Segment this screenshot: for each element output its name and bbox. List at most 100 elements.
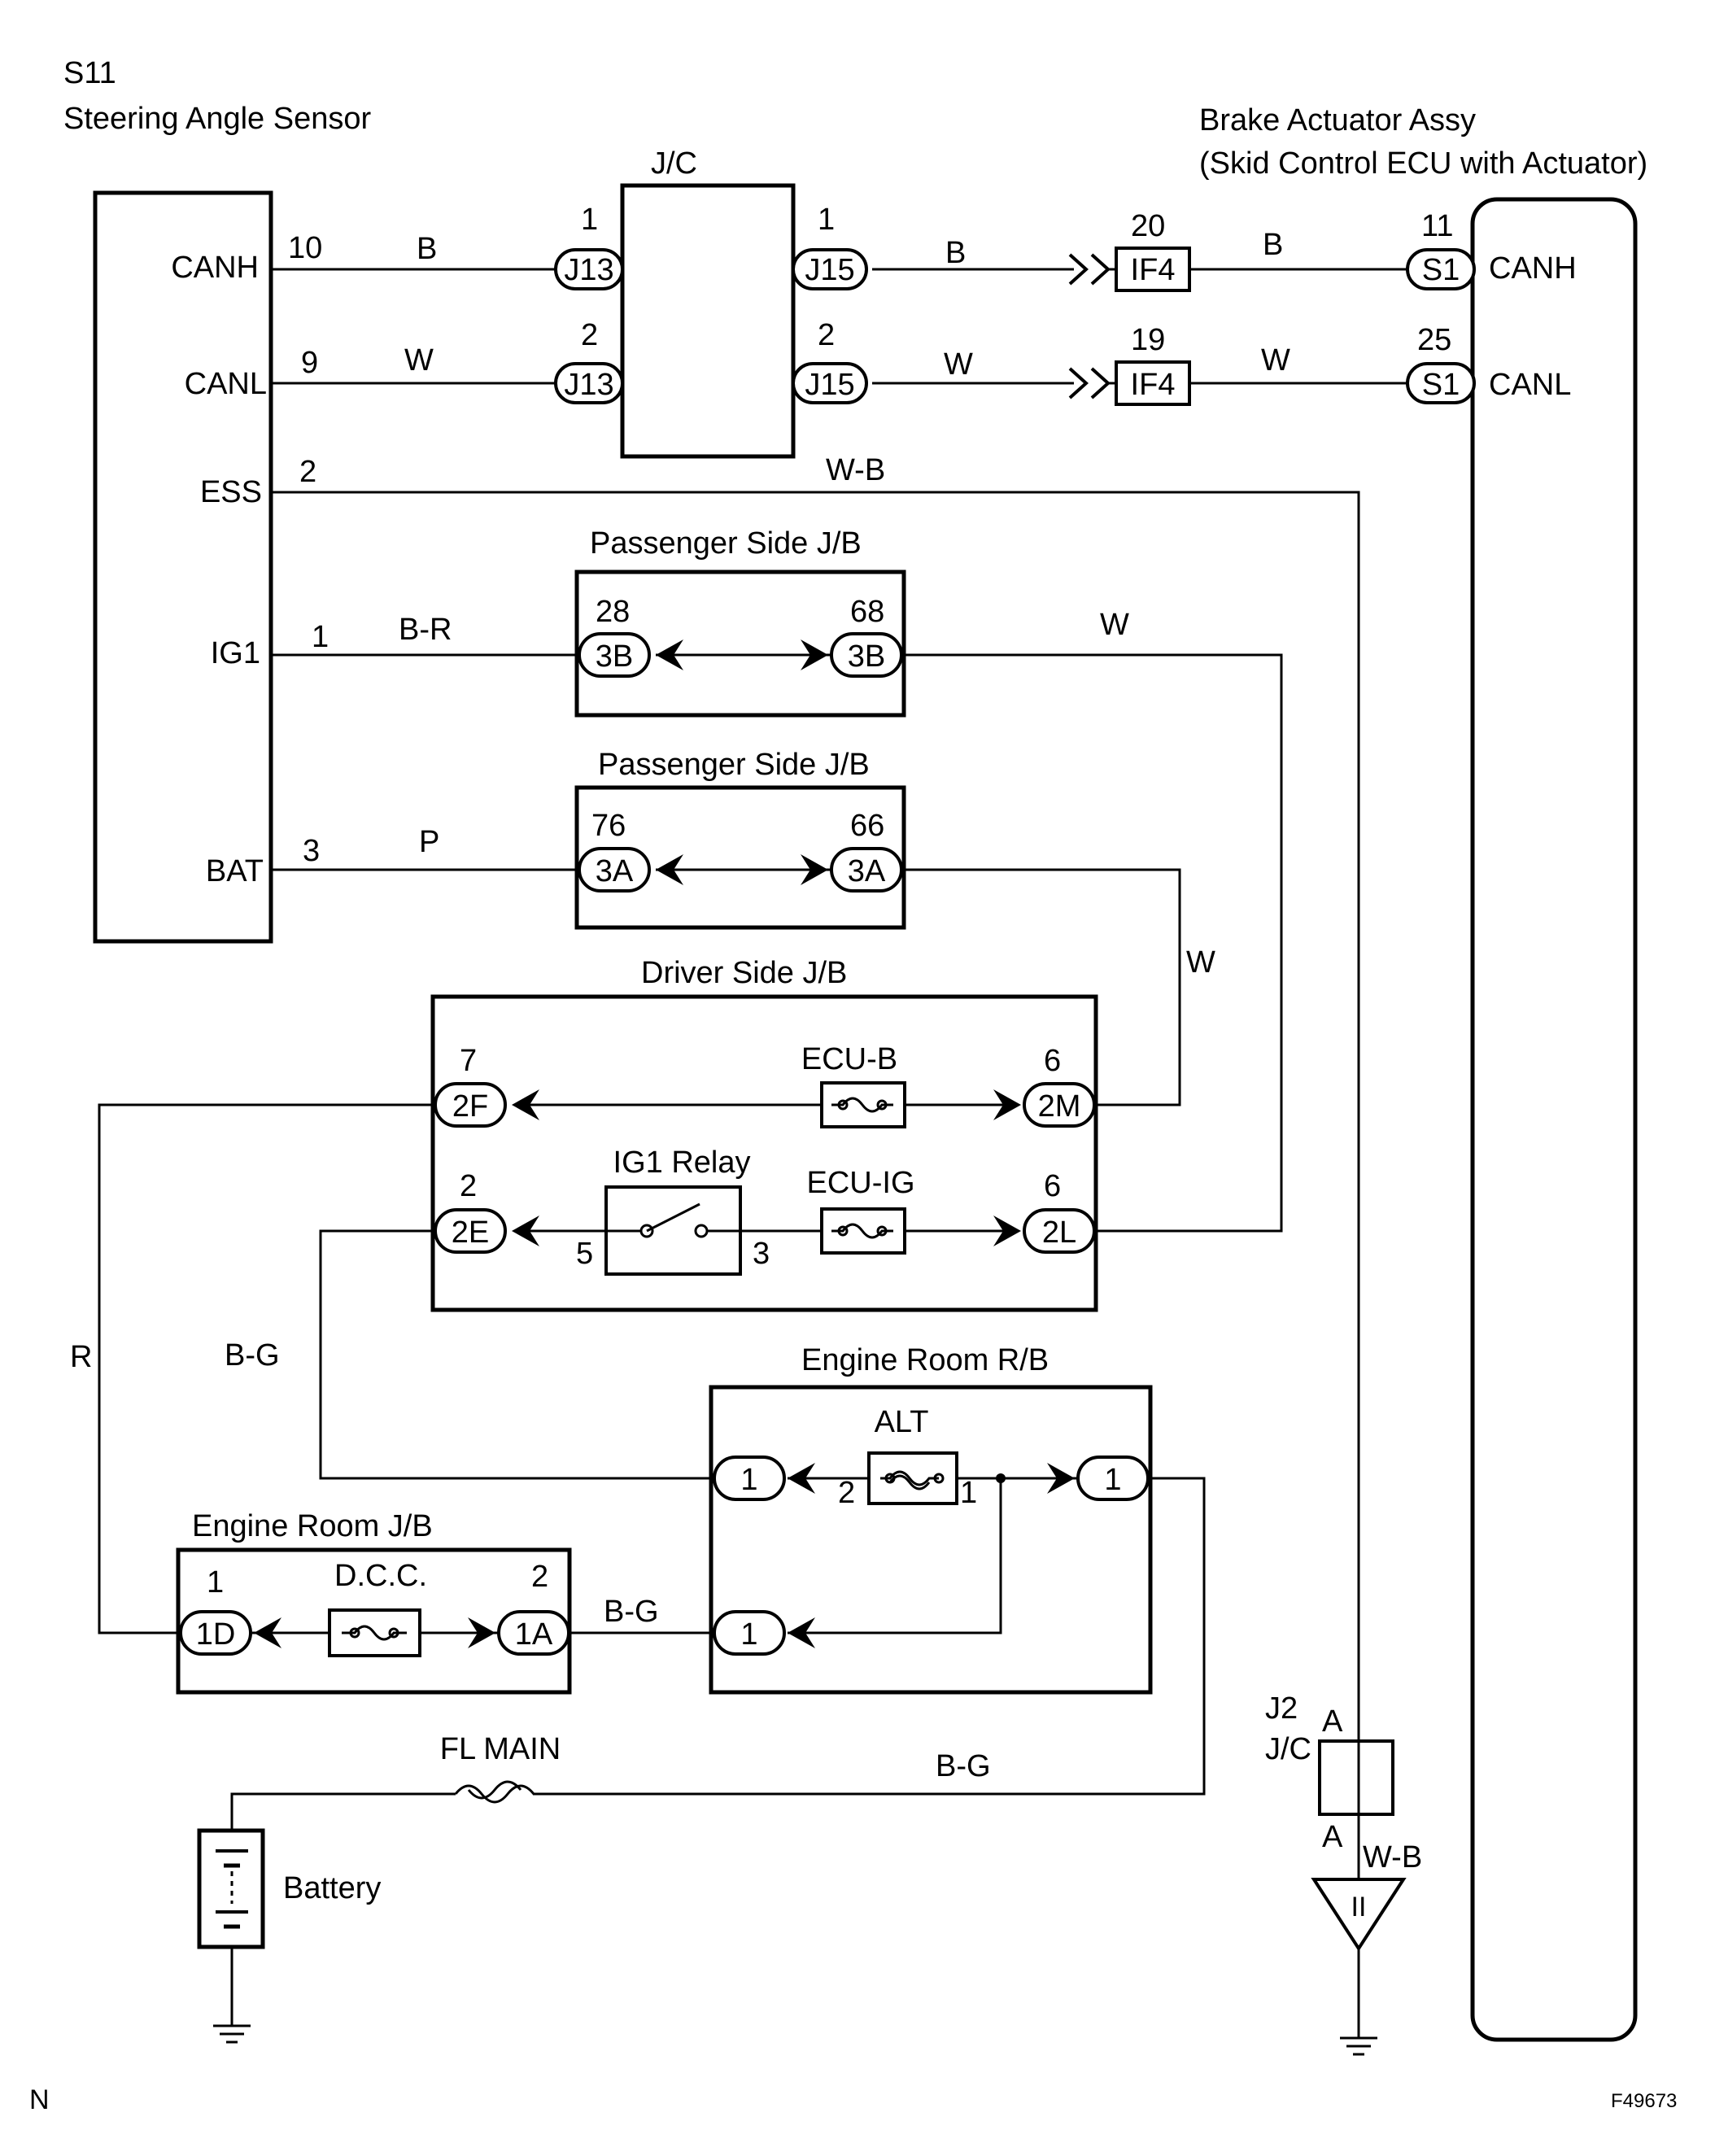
j2-code: J2: [1265, 1691, 1298, 1726]
arrow-left-icon: [788, 1617, 815, 1648]
wire-color-bg: B-G: [604, 1595, 659, 1629]
wire-color-b: B: [945, 236, 966, 270]
connectors: J13 J13 J15 J15 IF4 IF4 S1 S1 3B 3B 3A 3…: [179, 247, 1476, 1816]
fuse-icon: [342, 1625, 407, 1641]
connector-rb-1-upper-left-label: 1: [740, 1463, 757, 1497]
connector-3b-28: [578, 632, 651, 678]
connector-j15-1: [792, 248, 868, 290]
pin-3: 3: [303, 834, 320, 868]
wire-color-b: B: [417, 232, 437, 266]
pin-label-canh: CANH: [171, 251, 259, 285]
wire-battery-plus: [230, 1792, 456, 1831]
fuse-alt-label: ALT: [875, 1405, 929, 1439]
connector-2l: [1023, 1208, 1096, 1254]
erjb-title: Engine Room J/B: [192, 1509, 433, 1543]
pin-68: 68: [850, 595, 884, 629]
pin-label-canl: CANL: [185, 367, 267, 401]
pin-5: 5: [576, 1237, 593, 1271]
pin-label-canh-ecu: CANH: [1489, 251, 1577, 286]
arrow-left-icon: [656, 854, 683, 885]
wires: [98, 268, 1407, 2038]
chevron-icon: [1068, 367, 1089, 399]
fuse-icon: [831, 1097, 893, 1113]
connector-s1-11-label: S1: [1422, 253, 1460, 287]
figure-id: F49673: [1611, 2090, 1677, 2112]
wire-color-b: B: [1263, 228, 1283, 262]
sensor-code: S11: [63, 56, 116, 90]
psjb1-title: Passenger Side J/B: [590, 526, 862, 561]
sensor-name: Steering Angle Sensor: [63, 102, 371, 136]
wire-colors: B B B W W W W-B B-R W P W R B-G B-G B-G …: [70, 228, 1422, 1874]
wire-color-w: W: [944, 347, 973, 382]
arrow-right-icon: [993, 1089, 1021, 1120]
fuse-fl-main-label: FL MAIN: [440, 1732, 561, 1766]
pin-label-bat: BAT: [206, 854, 264, 888]
wire-color-wb: W-B: [826, 453, 885, 487]
fuse-icon: [831, 1223, 893, 1239]
fusible-link-icon: [454, 1784, 535, 1804]
j2-name: J/C: [1265, 1732, 1311, 1766]
engine-room-jb: Engine Room J/B: [176, 1509, 572, 1695]
arrow-right-icon: [993, 1215, 1021, 1246]
pin-2: 2: [299, 455, 316, 489]
pin-76: 76: [591, 809, 626, 843]
wire-color-w: W: [1261, 343, 1290, 378]
connector-3a-66: [830, 847, 903, 893]
connector-1d: [179, 1610, 252, 1656]
brake-name: Brake Actuator Assy: [1199, 103, 1476, 137]
connector-j13-1: [554, 248, 624, 290]
pin-j15-2: 2: [818, 318, 835, 352]
engine-room-rb: Engine Room R/B: [709, 1343, 1153, 1695]
pin-label-ess: ESS: [200, 475, 262, 509]
pin-6-2l: 6: [1044, 1169, 1061, 1203]
pin-j15-1: 1: [818, 203, 835, 237]
ground-point-label: II: [1351, 1892, 1367, 1923]
pin-j13-2: 2: [581, 318, 598, 352]
dsjb-title: Driver Side J/B: [641, 956, 847, 990]
pin-1-alt: 1: [960, 1476, 977, 1510]
pin-1: 1: [312, 620, 329, 654]
driver-side-jb: Driver Side J/B: [430, 956, 1098, 1312]
arrow-left-icon: [656, 639, 683, 670]
pin-6-2m: 6: [1044, 1044, 1061, 1078]
wire-rb-internal-lower: [788, 1478, 1002, 1634]
wire-color-br: B-R: [399, 613, 452, 647]
ground-point-icon: [1311, 1878, 1407, 1952]
connector-3b-28-label: 3B: [596, 639, 633, 674]
connector-rb-1-upper-right-label: 1: [1104, 1463, 1121, 1497]
connector-2l-label: 2L: [1042, 1215, 1076, 1250]
pin-1-1d: 1: [207, 1565, 224, 1600]
connector-2m-label: 2M: [1038, 1089, 1081, 1124]
chevron-icon: [1090, 253, 1111, 286]
j2-pin-a-bottom: A: [1322, 1820, 1343, 1854]
connector-if4-20-label: IF4: [1131, 253, 1176, 287]
pin-3-relay: 3: [753, 1237, 770, 1271]
connector-rb-1-upper-right: [1076, 1456, 1150, 1501]
ground-ess: II J2 J/C A A: [1265, 1691, 1407, 2056]
junction-connector-jc: J/C: [620, 146, 796, 459]
connector-j15-1-label: J15: [805, 253, 854, 287]
connector-j15-2: [792, 362, 868, 404]
pin-25: 25: [1417, 323, 1451, 357]
connector-j13-2-label: J13: [564, 368, 613, 402]
fuse-ecu-b-label: ECU-B: [801, 1042, 897, 1076]
pin-9: 9: [301, 346, 318, 380]
connector-3b-68: [830, 632, 903, 678]
connector-s1-11: [1406, 248, 1476, 290]
connector-j15-2-label: J15: [805, 368, 854, 402]
arrow-right-icon: [801, 854, 828, 885]
connector-2f-label: 2F: [452, 1089, 488, 1124]
connector-2e: [434, 1208, 507, 1254]
pin-20: 20: [1131, 209, 1165, 243]
pin-28: 28: [596, 595, 630, 629]
chevron-icon: [1068, 253, 1089, 286]
arrow-right-icon: [468, 1617, 495, 1648]
errb-title: Engine Room R/B: [801, 1343, 1049, 1377]
connector-1a-label: 1A: [515, 1617, 553, 1652]
pin-label-canl-ecu: CANL: [1489, 368, 1571, 402]
wire-color-bg: B-G: [225, 1338, 280, 1373]
wire-color-w: W: [1100, 608, 1129, 642]
arrow-left-icon: [512, 1215, 539, 1246]
connector-1d-label: 1D: [196, 1617, 236, 1652]
